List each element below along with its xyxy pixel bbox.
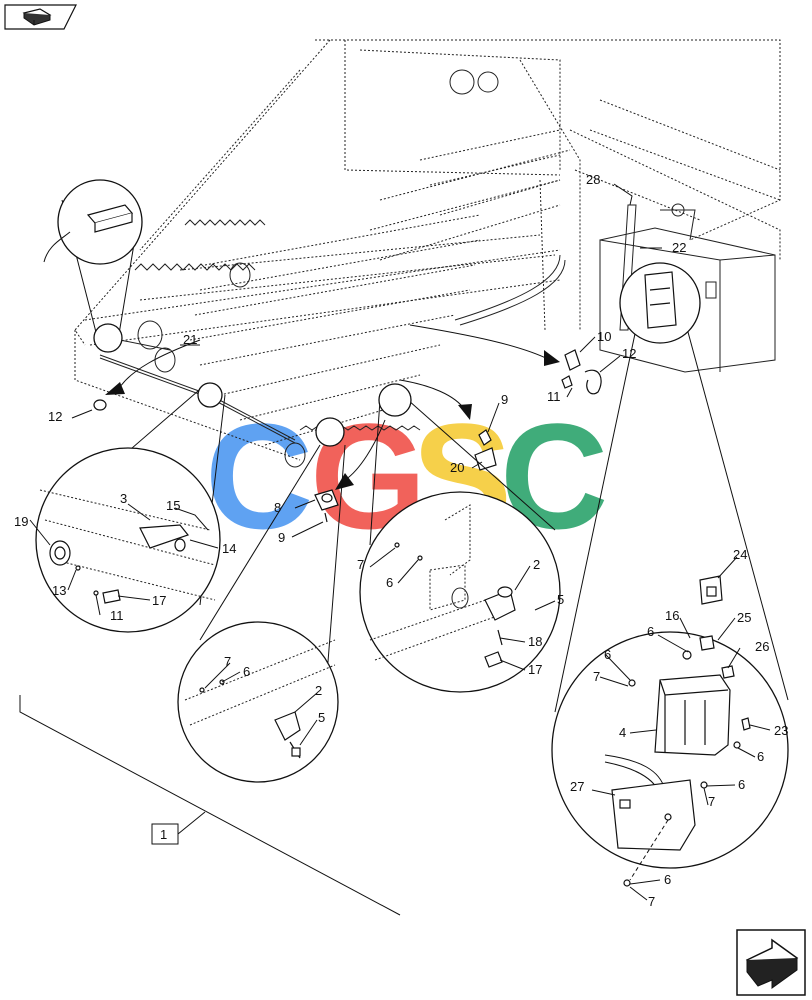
callout-label: 28 (586, 172, 600, 187)
callout-label: 5 (318, 710, 325, 725)
callout-label: 16 (665, 608, 679, 623)
callout-label: 6 (243, 664, 250, 679)
callout-label: 6 (604, 647, 611, 662)
callout-label: 21 (183, 332, 197, 347)
callout-label: 7 (357, 557, 364, 572)
detail-circle-control-box (551, 262, 789, 887)
callout-label: 4 (619, 725, 626, 740)
callout-label: 6 (738, 777, 745, 792)
callout-label: 7 (648, 894, 655, 909)
hardware-parts (93, 349, 602, 523)
callout-label: 19 (14, 514, 28, 529)
page-forward-arrow-icon[interactable] (736, 929, 806, 996)
assembly-label-box (151, 823, 179, 845)
callout-label: 17 (528, 662, 542, 677)
callout-label: 24 (733, 547, 747, 562)
assembly-bracket (19, 695, 401, 916)
callout-label: 12 (48, 409, 62, 424)
detail-circle-harness (35, 382, 226, 633)
detail-circle-bracket (359, 383, 561, 693)
direction-arrows (105, 324, 560, 490)
callout-label: 7 (708, 794, 715, 809)
callout-label: 6 (647, 624, 654, 639)
callout-label: 17 (152, 593, 166, 608)
detail-circle-sensor (43, 179, 143, 353)
callout-label: 2 (533, 557, 540, 572)
detail-circle-sensor-mount (177, 417, 346, 783)
watermark-letter: C (205, 392, 313, 560)
callout-label: 12 (622, 346, 636, 361)
callout-label: 2 (315, 683, 322, 698)
callout-label: 9 (501, 392, 508, 407)
callout-label: 22 (672, 240, 686, 255)
callout-label: 25 (737, 610, 751, 625)
callout-label: 6 (664, 872, 671, 887)
callout-label: 18 (528, 634, 542, 649)
callout-label: 14 (222, 541, 236, 556)
callout-label: 9 (278, 530, 285, 545)
callout-label: 23 (774, 723, 788, 738)
callout-label: 7 (593, 669, 600, 684)
callout-label: 15 (166, 498, 180, 513)
callout-label: 26 (755, 639, 769, 654)
callout-label: 13 (52, 583, 66, 598)
callout-label: 5 (557, 592, 564, 607)
callout-label: 7 (224, 654, 231, 669)
callout-labels: 28 22 21 10 12 11 12 9 20 8 9 3 15 19 14… (14, 172, 788, 909)
callout-label: 8 (274, 500, 281, 515)
callout-label: 20 (450, 460, 464, 475)
callout-leaders (29, 183, 771, 901)
callout-label: 6 (386, 575, 393, 590)
machine-frame (74, 39, 781, 468)
callout-label: 27 (570, 779, 584, 794)
assembly-label: 1 (160, 827, 167, 842)
book-page-back-icon[interactable] (4, 4, 77, 30)
callout-label: 11 (110, 608, 124, 623)
callout-label: 3 (120, 491, 127, 506)
callout-label: 10 (597, 329, 611, 344)
callout-label: 6 (757, 749, 764, 764)
callout-label: 11 (547, 389, 561, 404)
